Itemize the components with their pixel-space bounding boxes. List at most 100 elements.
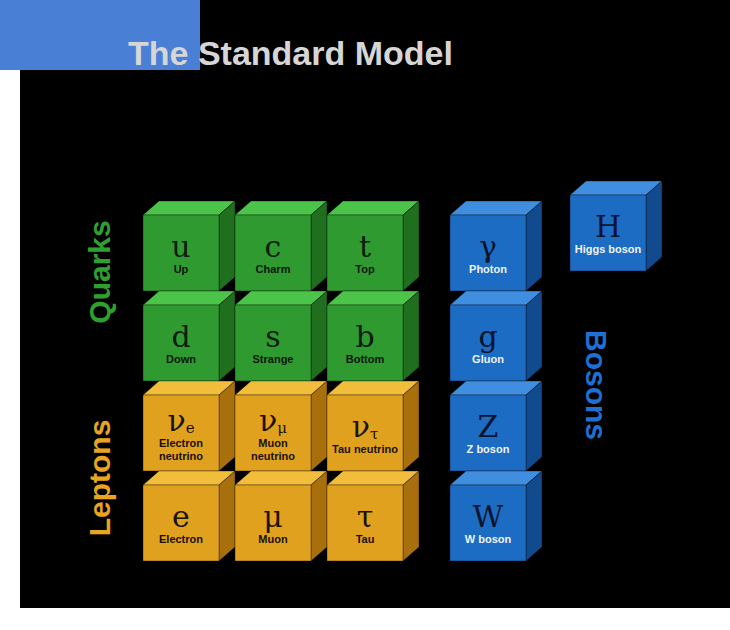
- particle-symbol: t: [359, 230, 371, 263]
- cube-face: [143, 395, 219, 471]
- cube-face: [219, 201, 235, 291]
- particle-symbol: γ: [479, 230, 497, 263]
- cube-front: bBottom: [327, 305, 403, 381]
- particle-name: Bottom: [329, 353, 401, 365]
- cube-outline: [327, 201, 419, 291]
- cube-face: [235, 215, 311, 291]
- cube-front: νeElectron neutrino: [143, 395, 219, 471]
- cube-face: [219, 471, 235, 561]
- particle-symbol: b: [355, 320, 374, 353]
- cube-front: WW boson: [450, 485, 526, 561]
- particle-name: Electron: [145, 533, 217, 545]
- particle-cube: ZZ boson: [450, 381, 542, 471]
- particle-name: Tau: [329, 533, 401, 545]
- cube-front: ντTau neutrino: [327, 395, 403, 471]
- cube-outline: [235, 291, 327, 381]
- cube-front: HHiggs boson: [570, 195, 646, 271]
- cube-face: [570, 195, 646, 271]
- cube-face: [143, 305, 219, 381]
- particle-name: Gluon: [452, 353, 524, 365]
- cube-front: μMuon: [235, 485, 311, 561]
- particle-name: Up: [145, 263, 217, 275]
- cube-face: [235, 395, 311, 471]
- cube-face: [235, 485, 311, 561]
- cube-face: [646, 181, 662, 271]
- particle-symbol: d: [171, 320, 190, 353]
- particle-cube: νeElectron neutrino: [143, 381, 235, 471]
- particle-cube: eElectron: [143, 471, 235, 561]
- cube-face: [327, 485, 403, 561]
- cube-front: cCharm: [235, 215, 311, 291]
- cube-face: [311, 201, 327, 291]
- particle-symbol: τ: [357, 500, 374, 533]
- particle-name: Top: [329, 263, 401, 275]
- cube-front: τTau: [327, 485, 403, 561]
- group-label: Quarks: [83, 220, 117, 323]
- cube-front: tTop: [327, 215, 403, 291]
- particle-cube: tTop: [327, 201, 419, 291]
- particle-name: W boson: [452, 533, 524, 545]
- cube-face: [311, 291, 327, 381]
- particle-cube: γPhoton: [450, 201, 542, 291]
- particle-name: Higgs boson: [572, 243, 644, 255]
- cube-front: gGluon: [450, 305, 526, 381]
- particle-symbol: s: [265, 320, 280, 353]
- particle-name: Strange: [237, 353, 309, 365]
- cube-face: [526, 291, 542, 381]
- particle-symbol: W: [473, 500, 504, 533]
- cube-face: [526, 471, 542, 561]
- cube-front: γPhoton: [450, 215, 526, 291]
- particle-name: Charm: [237, 263, 309, 275]
- cube-front: sStrange: [235, 305, 311, 381]
- particle-cube: τTau: [327, 471, 419, 561]
- cube-face: [450, 215, 526, 291]
- particle-cube: dDown: [143, 291, 235, 381]
- cube-front: νμMuon neutrino: [235, 395, 311, 471]
- cube-face: [403, 471, 419, 561]
- cube-face: [143, 215, 219, 291]
- particle-symbol: e: [172, 500, 190, 533]
- particle-name: Muon neutrino: [237, 437, 309, 461]
- cube-face: [235, 305, 311, 381]
- group-label: Leptons: [83, 420, 117, 537]
- particle-name: Photon: [452, 263, 524, 275]
- particle-name: Tau neutrino: [329, 443, 401, 455]
- particle-cube: μMuon: [235, 471, 327, 561]
- particle-symbol: H: [595, 210, 621, 243]
- cube-face: [403, 381, 419, 471]
- particle-name: Electron neutrino: [145, 437, 217, 461]
- particle-cube: νμMuon neutrino: [235, 381, 327, 471]
- cube-face: [143, 485, 219, 561]
- particle-cube: gGluon: [450, 291, 542, 381]
- particle-symbol: ντ: [352, 410, 379, 443]
- group-label: Bosons: [579, 330, 613, 440]
- cube-face: [403, 291, 419, 381]
- particle-symbol: νμ: [259, 404, 287, 437]
- cube-face: [219, 291, 235, 381]
- particle-name: Z boson: [452, 443, 524, 455]
- cube-face: [526, 381, 542, 471]
- particle-cube: bBottom: [327, 291, 419, 381]
- particle-name: Down: [145, 353, 217, 365]
- particle-cube: sStrange: [235, 291, 327, 381]
- particle-symbol: u: [171, 230, 190, 263]
- particle-symbol: νe: [167, 404, 194, 437]
- cube-face: [450, 485, 526, 561]
- particle-symbol: c: [265, 230, 282, 263]
- particle-symbol: μ: [263, 500, 283, 533]
- cube-face: [327, 215, 403, 291]
- cube-face: [311, 381, 327, 471]
- particle-symbol: Z: [478, 410, 499, 443]
- cube-face: [450, 305, 526, 381]
- particle-cube: uUp: [143, 201, 235, 291]
- cube-front: dDown: [143, 305, 219, 381]
- cube-face: [450, 395, 526, 471]
- cube-face: [311, 471, 327, 561]
- cube-face: [327, 305, 403, 381]
- diagram-title: The Standard Model: [128, 34, 453, 73]
- particle-cube: cCharm: [235, 201, 327, 291]
- cube-face: [327, 395, 403, 471]
- particle-cube: HHiggs boson: [570, 181, 662, 271]
- cube-face: [219, 381, 235, 471]
